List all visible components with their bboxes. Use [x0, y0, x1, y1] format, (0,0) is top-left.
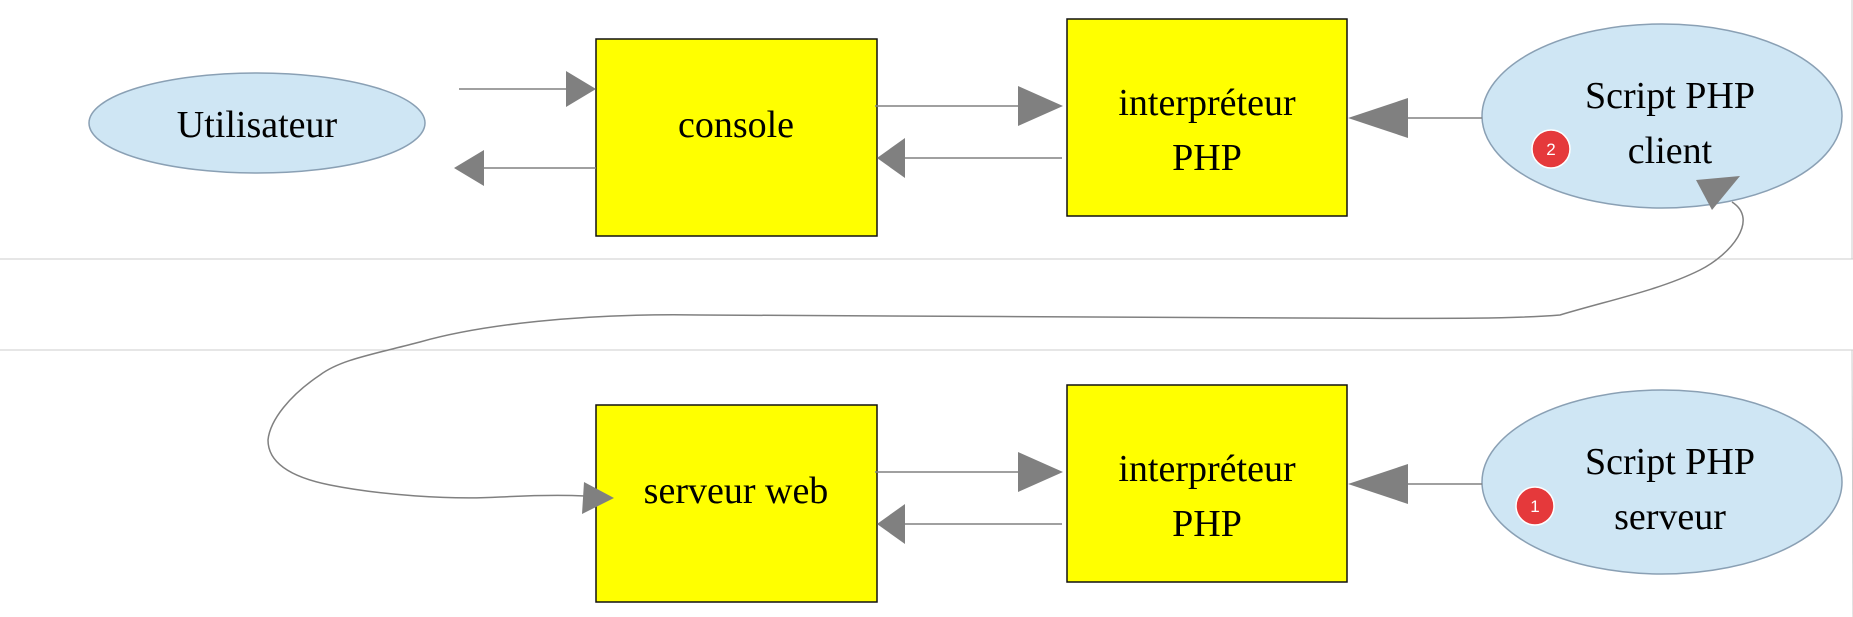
arrow-console-to-interpreteur-head [1018, 86, 1063, 126]
utilisateur-label: Utilisateur [177, 104, 338, 146]
arrow-utilisateur-to-console-head [566, 71, 596, 107]
script-client-node: Script PHP client 2 [1481, 23, 1843, 209]
interpreteur-bottom-line1: interpréteur [1118, 448, 1296, 490]
bottom-arrows [875, 452, 1482, 544]
script-serveur-line2: serveur [1614, 496, 1726, 538]
script-serveur-node: Script PHP serveur 1 [1481, 389, 1843, 575]
top-arrows [454, 71, 1482, 186]
step-badge-1-number: 1 [1530, 497, 1539, 516]
interpreteur-top-line1: interpréteur [1118, 82, 1296, 124]
script-serveur-line1: Script PHP [1585, 441, 1755, 483]
curved-connector-end-head [582, 482, 614, 514]
arrow-interpreteur-to-console-head [877, 138, 905, 178]
console-node: console [595, 38, 878, 237]
console-label: console [678, 104, 794, 146]
interpreteur-bottom-line2: PHP [1172, 503, 1242, 545]
top-panel-frame [0, 0, 1853, 260]
arrow-serveur-web-to-interpreteur-head [1018, 452, 1063, 492]
arrow-script-serveur-to-interpreteur-head [1348, 464, 1408, 504]
utilisateur-node: Utilisateur [88, 72, 426, 174]
curved-connector-client-to-serveur [267, 176, 1744, 514]
step-badge-2-number: 2 [1546, 140, 1555, 159]
serveur-web-label: serveur web [644, 470, 829, 512]
interpreteur-top-node: interpréteur PHP [1066, 18, 1348, 217]
step-badge-1: 1 [1515, 486, 1555, 526]
arrow-console-to-utilisateur-head [454, 150, 484, 186]
serveur-web-node: serveur web [595, 404, 878, 603]
arrow-script-client-to-interpreteur-head [1348, 98, 1408, 138]
script-client-line2: client [1628, 130, 1713, 172]
interpreteur-bottom-node: interpréteur PHP [1066, 384, 1348, 583]
arrow-interpreteur-to-serveur-web-head [877, 504, 905, 544]
interpreteur-top-line2: PHP [1172, 137, 1242, 179]
script-client-line1: Script PHP [1585, 75, 1755, 117]
step-badge-2: 2 [1531, 129, 1571, 169]
curved-connector-start-head [1696, 176, 1740, 210]
